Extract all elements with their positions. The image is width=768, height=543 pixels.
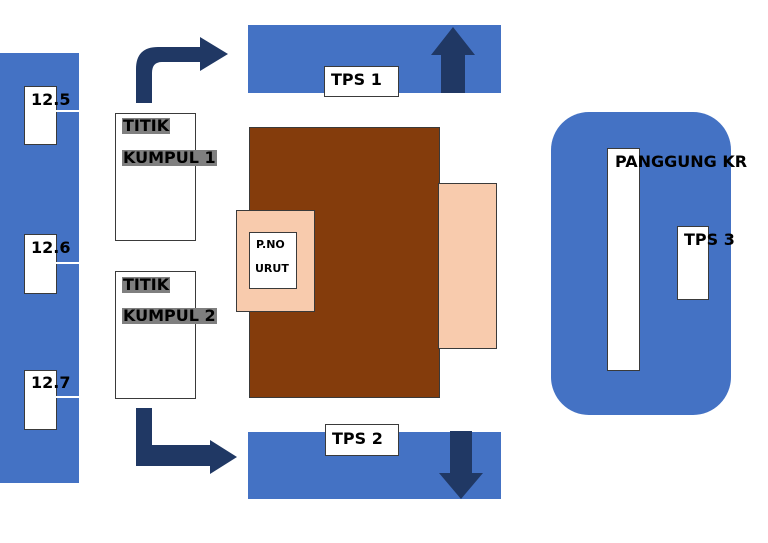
titik-kumpul-2-line2: KUMPUL 2: [122, 306, 217, 325]
room-box-12-7: [24, 370, 57, 430]
tps1-label: TPS 1: [331, 70, 382, 89]
room-label-12-6: 12.6: [31, 238, 71, 257]
titik-kumpul-1-line1: TITIK: [122, 116, 171, 135]
tps2-down-arrow-icon: [439, 431, 483, 499]
p-no-urut-line1: P.NO: [256, 238, 285, 251]
room-label-12-5: 12.5: [31, 90, 71, 109]
tps3-box: [677, 226, 709, 300]
tps3-label: TPS 3: [684, 230, 735, 249]
room-line-12-5: [31, 110, 81, 112]
tps2-label: TPS 2: [332, 429, 383, 448]
room-box-12-6: [24, 234, 57, 294]
tps2-label-box: [325, 424, 399, 456]
room-line-12-6: [31, 262, 81, 264]
titik-kumpul-2-line1: TITIK: [122, 275, 171, 294]
arrow-to-tps1-icon: [136, 37, 228, 103]
hall-annex: [438, 183, 497, 349]
titik-kumpul-1-line2: KUMPUL 1: [122, 148, 217, 167]
tps1-label-box: [324, 66, 399, 97]
titik-kumpul-1-box: [115, 113, 196, 241]
tps1-up-arrow-icon: [431, 27, 475, 93]
room-label-12-7: 12.7: [31, 373, 71, 392]
panggung-label: PANGGUNG KR: [615, 152, 748, 171]
room-box-12-5: [24, 86, 57, 145]
p-no-urut-box: [249, 232, 297, 289]
room-line-12-7: [31, 396, 81, 398]
panggung-box: [607, 148, 640, 371]
p-no-urut-line2: URUT: [255, 262, 289, 275]
arrow-to-tps2-icon: [136, 408, 237, 474]
